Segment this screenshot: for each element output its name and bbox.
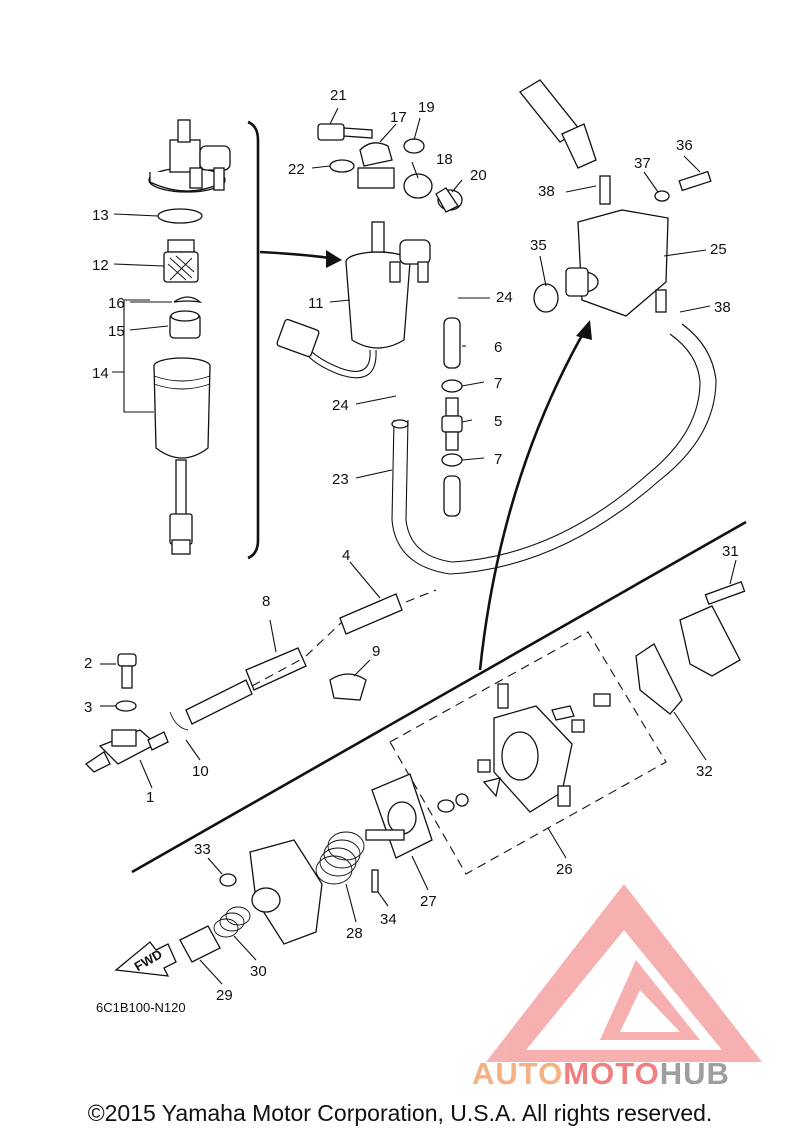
arrow-to-pump (478, 329, 587, 671)
callout-11: 11 (308, 295, 324, 312)
callout-22: 22 (288, 161, 305, 178)
callout-5: 5 (494, 413, 502, 430)
arrow-head-pump (576, 320, 592, 340)
callout-2: 2 (84, 655, 92, 672)
callout-6: 6 (494, 339, 502, 356)
callout-36: 36 (676, 137, 693, 154)
callout-3: 3 (84, 699, 92, 716)
brand-auto: AUTO (472, 1056, 564, 1091)
callout-32: 32 (696, 763, 713, 780)
callout-24b: 24 (332, 397, 349, 414)
callout-26: 26 (556, 861, 573, 878)
callout-27: 27 (420, 893, 437, 910)
callout-38a: 38 (538, 183, 555, 200)
callout-19: 19 (418, 99, 435, 116)
brand-moto: MOTO (563, 1056, 660, 1091)
divider-line-lower (131, 520, 747, 874)
callout-34: 34 (380, 911, 397, 928)
callout-35: 35 (530, 237, 547, 254)
callout-24a: 24 (496, 289, 513, 306)
copyright-notice: ©2015 Yamaha Motor Corporation, U.S.A. A… (87, 1100, 713, 1126)
pipe-components (441, 317, 463, 517)
bracket-line (247, 120, 260, 560)
callout-15: 15 (108, 323, 125, 340)
diagram-code: 6C1B100-N120 (96, 1000, 186, 1015)
arrow-head-filter (326, 250, 342, 268)
brand-hub: HUB (659, 1056, 730, 1091)
callout-8: 8 (262, 593, 270, 610)
callout-16: 16 (108, 295, 125, 312)
arrow-to-filter (259, 250, 331, 260)
callout-labels: 1 2 3 4 5 6 7 7 8 9 10 11 12 13 14 15 16… (84, 87, 739, 1015)
callout-14: 14 (92, 365, 109, 382)
callout-31: 31 (722, 543, 739, 560)
callout-20: 20 (470, 167, 487, 184)
callout-17: 17 (390, 109, 407, 126)
callout-18: 18 (436, 151, 453, 168)
watermark-brand: AUTOMOTOHUB (472, 1056, 730, 1092)
bracket-hardware (317, 123, 463, 213)
callout-28: 28 (346, 925, 363, 942)
callout-13: 13 (92, 207, 109, 224)
watermark-logo (486, 884, 762, 1062)
callout-7b: 7 (494, 451, 502, 468)
filter-exploded-assembly (148, 119, 231, 555)
callout-12: 12 (92, 257, 109, 274)
callout-23: 23 (332, 471, 349, 488)
lower-pump-assembly (114, 580, 746, 977)
callout-33: 33 (194, 841, 211, 858)
callout-7a: 7 (494, 375, 502, 392)
leader-lines (100, 107, 737, 985)
fuel-filter-assembly (276, 221, 431, 379)
callout-30: 30 (250, 963, 267, 980)
callout-1: 1 (146, 789, 154, 806)
callout-4: 4 (342, 547, 350, 564)
fuel-pump-assembly (519, 79, 712, 317)
callout-29: 29 (216, 987, 233, 1004)
callout-38b: 38 (714, 299, 731, 316)
callout-9: 9 (372, 643, 380, 660)
callout-25: 25 (710, 241, 727, 258)
callout-21: 21 (330, 87, 347, 104)
hose-23 (391, 323, 717, 575)
callout-10: 10 (192, 763, 209, 780)
fuel-line-parts (84, 589, 437, 773)
callout-37: 37 (634, 155, 651, 172)
